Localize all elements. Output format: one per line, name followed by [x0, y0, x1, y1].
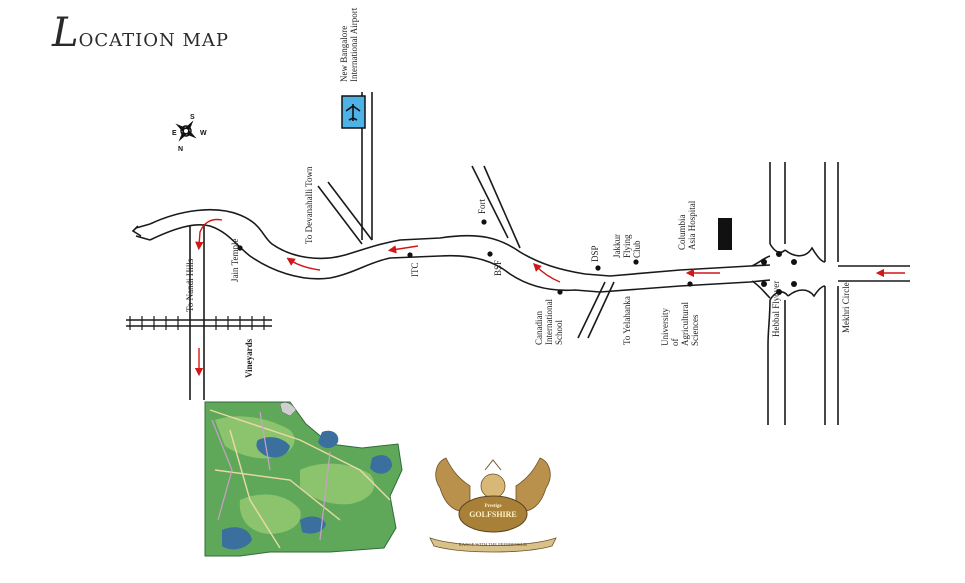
flyover-dot-4	[791, 281, 797, 287]
label-line: Columbia	[677, 214, 687, 250]
main-highway-upper	[149, 209, 771, 277]
landmark-dots	[237, 219, 797, 295]
label-line: Canadian	[534, 311, 544, 345]
airport-label: New BangaloreInternational Airport	[339, 7, 359, 82]
label-line: Agricultural	[680, 302, 690, 346]
canadian-dot	[557, 289, 563, 295]
flyover-dot-2	[791, 259, 797, 265]
place-labels: New BangaloreInternational Airport To De…	[185, 7, 851, 378]
devanahalli-road	[317, 181, 373, 245]
fort-road	[471, 165, 521, 249]
jain-label: Jain Temple	[230, 239, 240, 282]
flyover-road-a	[767, 162, 771, 425]
compass-n: N	[178, 146, 183, 153]
golfshire-logo: Prestige GOLFSHIRE RANGE WITH THE PEERRE…	[429, 457, 557, 553]
west-road-end	[131, 223, 151, 241]
fort-label: Fort	[477, 198, 487, 214]
label-line: Sciences	[690, 314, 700, 346]
golf-estate-site-plan	[204, 401, 403, 557]
logo-top-text: Prestige	[484, 504, 502, 509]
columbia-label: ColumbiaAsia Hospital	[677, 200, 697, 250]
vineyards-label: Vineyards	[244, 338, 254, 378]
itc-dot	[407, 252, 413, 258]
itc-label: ITC	[410, 263, 420, 278]
title-rest: OCATION MAP	[78, 30, 229, 51]
main-highway-lower	[149, 223, 771, 293]
railway-line	[126, 316, 272, 330]
title-initial: L	[52, 10, 79, 56]
arrow-jain	[286, 257, 321, 271]
dsp-dot	[595, 265, 601, 271]
dsp-label: DSP	[590, 245, 600, 262]
label-line: Flying	[622, 234, 632, 258]
arrow-west	[195, 218, 223, 251]
hospital-building-icon	[718, 218, 732, 250]
label-line: New Bangalore	[339, 26, 349, 82]
logo-main-text: GOLFSHIRE	[469, 510, 517, 519]
bsf-dot	[487, 251, 493, 257]
arrow-dsp	[533, 263, 561, 283]
page-title: LOCATION MAP	[52, 10, 229, 56]
label-line: International	[544, 299, 554, 345]
university-label: UniversityofAgriculturalSciences	[660, 302, 700, 346]
mekhri-label: Mekhri Circle	[841, 282, 851, 333]
label-line: Club	[632, 240, 642, 258]
nandi-label: To Nandi Hills	[185, 258, 195, 312]
label-line: Jakkur	[612, 234, 622, 258]
label-line: University	[660, 308, 670, 346]
label-line: Asia Hospital	[687, 200, 697, 250]
flyover-loops	[751, 243, 826, 301]
compass-e: E	[172, 130, 177, 137]
flyover-dot-5	[776, 251, 782, 257]
label-line: School	[554, 320, 564, 346]
jakkur-dot	[633, 259, 639, 265]
university-dot	[687, 281, 693, 287]
hebbal-label: Hebbal Flyover	[771, 281, 781, 337]
devanahalli-label: To Devanahalli Town	[304, 166, 314, 244]
bsf-label: BSF	[493, 260, 503, 276]
arrow-itc	[387, 245, 419, 254]
yelahanka-road	[577, 281, 615, 339]
label-line: of	[670, 339, 680, 347]
compass-icon: S W E N	[172, 114, 207, 153]
yelahanka-label: To Yelahanka	[622, 296, 632, 345]
flyover-dot-1	[761, 259, 767, 265]
label-line: International Airport	[349, 7, 359, 82]
flyover-dot-3	[761, 281, 767, 287]
road-network	[131, 92, 910, 425]
airplane-icon	[341, 95, 366, 129]
jakkur-label: JakkurFlyingClub	[612, 234, 642, 258]
compass-w: W	[200, 130, 207, 137]
fort-dot	[481, 219, 487, 225]
canadian-label: CanadianInternationalSchool	[534, 299, 564, 345]
compass-s: S	[190, 114, 195, 121]
logo-ribbon-text: RANGE WITH THE PEERRENEUR	[459, 542, 527, 547]
flyover-dot-6	[776, 289, 782, 295]
direction-arrows	[194, 218, 905, 377]
jain-dot	[237, 245, 243, 251]
